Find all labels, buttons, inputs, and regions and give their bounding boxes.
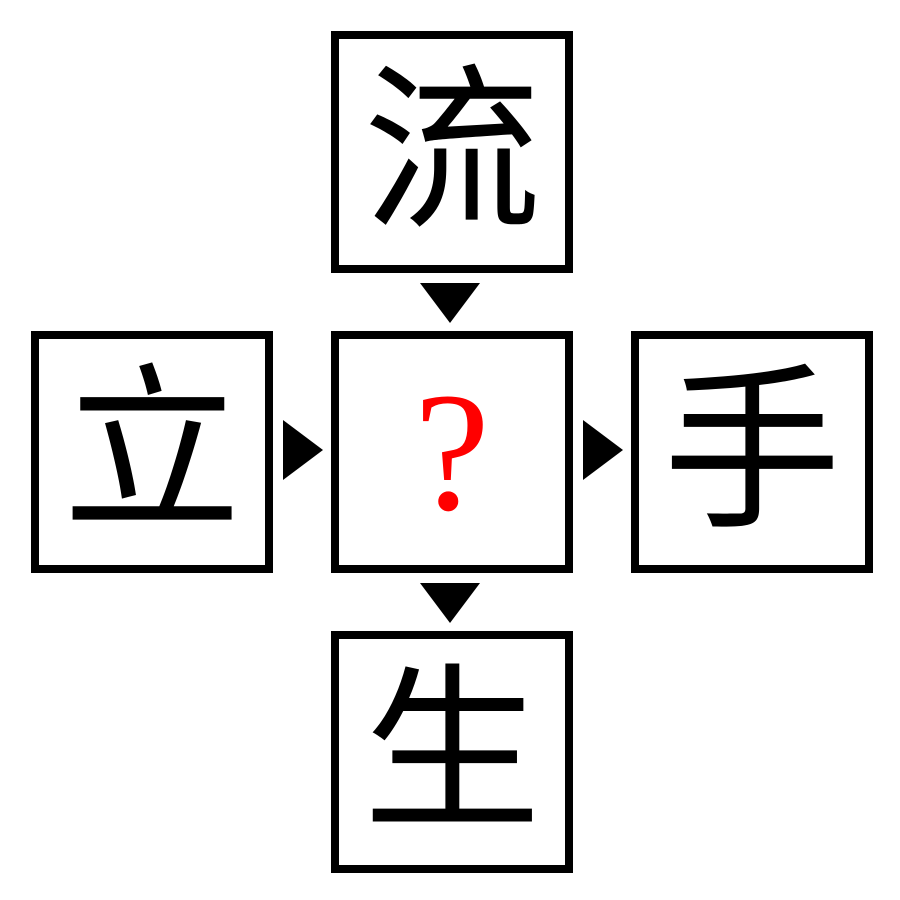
kanji-right: 手 bbox=[663, 348, 841, 555]
triangle-right-icon bbox=[283, 420, 323, 480]
kanji-top: 流 bbox=[363, 48, 541, 255]
kanji-cell-right: 手 bbox=[631, 331, 873, 573]
triangle-down-icon bbox=[420, 583, 480, 623]
question-mark: ? bbox=[414, 358, 490, 546]
kanji-left: 立 bbox=[63, 348, 241, 555]
triangle-down-icon bbox=[420, 283, 480, 323]
triangle-right-icon bbox=[583, 420, 623, 480]
kanji-cell-top: 流 bbox=[331, 31, 573, 273]
kanji-bottom: 生 bbox=[363, 648, 541, 855]
kanji-cell-left: 立 bbox=[31, 331, 273, 573]
kanji-cell-bottom: 生 bbox=[331, 631, 573, 873]
answer-cell[interactable]: ? bbox=[331, 331, 573, 573]
